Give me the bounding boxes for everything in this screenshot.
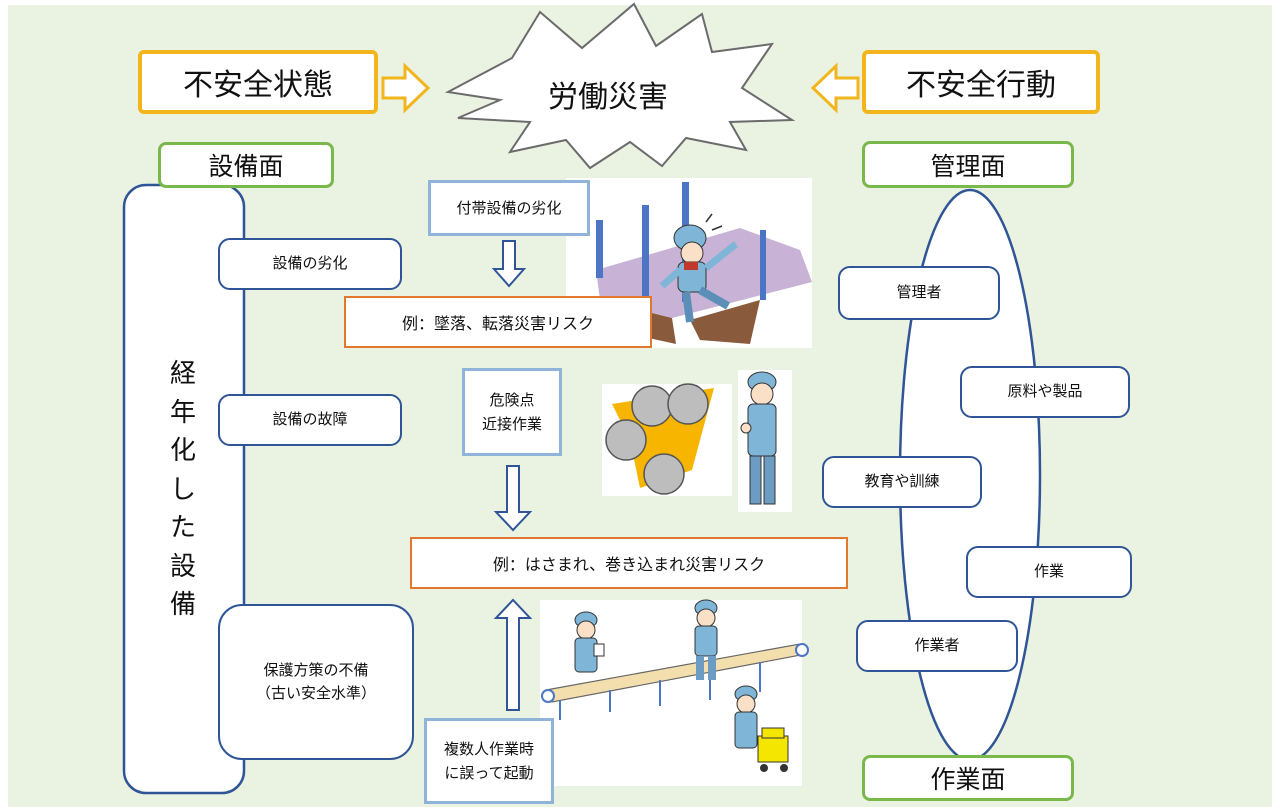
accident-burst [444, 2, 796, 170]
equipment-item: 設備の故障 [218, 394, 402, 446]
arrow-left-icon [810, 62, 860, 114]
roller-hazard-illustration [602, 370, 792, 512]
conveyor-illustration [540, 599, 809, 786]
accident-title: 労働災害 [548, 80, 668, 115]
cause-box: 危険点 近接作業 [462, 368, 562, 456]
equipment-category: 設備面 [158, 142, 334, 188]
arrow-down-icon [493, 465, 533, 532]
arrow-up-icon [493, 598, 533, 711]
management-item: 教育や訓練 [822, 456, 982, 508]
arrow-right-icon [381, 62, 431, 114]
management-category: 管理面 [862, 141, 1074, 188]
cause-box: 付帯設備の劣化 [428, 180, 590, 236]
cause-box: 複数人作業時 に誤って起動 [424, 718, 554, 804]
unsafe-action-title: 不安全行動 [862, 50, 1100, 114]
example-box: 例：墜落、転落災害リスク [344, 296, 652, 348]
work-category: 作業面 [862, 755, 1074, 801]
example-box: 例：はさまれ、巻き込まれ災害リスク [410, 537, 848, 589]
unsafe-condition-title: 不安全状態 [138, 50, 378, 114]
management-item: 作業者 [856, 620, 1018, 672]
aging-equipment-label: 経 年 化 し た 設 備 [169, 359, 196, 620]
arrow-down-icon [491, 240, 527, 288]
management-item: 原料や製品 [960, 366, 1130, 418]
management-item: 作業 [966, 546, 1132, 598]
equipment-item: 設備の劣化 [218, 238, 402, 290]
management-item: 管理者 [838, 266, 1000, 320]
equipment-item: 保護方策の不備 （古い安全水準） [218, 604, 414, 760]
